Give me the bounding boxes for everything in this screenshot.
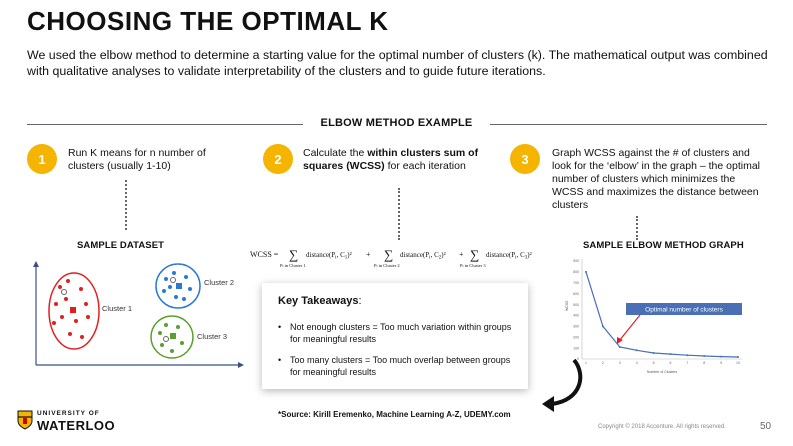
elbow-xlabel: Number of Clusters — [647, 370, 677, 374]
cluster-1-ring — [48, 272, 100, 350]
wcss-points — [585, 270, 739, 359]
formula-lhs: WCSS = — [250, 250, 279, 259]
elbow-y-tick-label: 700 — [573, 281, 579, 285]
wcss-term: within clusters sum of squares (WCSS) — [303, 147, 479, 172]
elbow-x-tick-label: 5 — [653, 361, 655, 365]
optimal-k-callout — [626, 303, 742, 315]
sample-dataset-label: SAMPLE DATASET — [77, 240, 165, 251]
key-takeaways-list: Not enough clusters = Too much variation… — [278, 321, 518, 387]
takeaway-item: Not enough clusters = Too much variation… — [278, 321, 518, 345]
elbow-x-tick-label: 7 — [686, 361, 688, 365]
wcss-point — [652, 352, 655, 355]
takeaway-item: Too many clusters = Too much overlap bet… — [278, 354, 518, 378]
elbow-graph-label: SAMPLE ELBOW METHOD GRAPH — [583, 240, 744, 251]
svg-text:distance(Pi, C1)²: distance(Pi, C1)² — [306, 251, 352, 261]
optimal-k-arrow — [618, 314, 641, 342]
cluster-3-ring — [150, 315, 194, 359]
elbow-y-tick-label: 600 — [573, 292, 579, 296]
elbow-x-tick-label: 2 — [602, 361, 604, 365]
copyright-text: Copyright © 2018 Accenture. All rights r… — [598, 424, 726, 430]
waterloo-shield-icon — [17, 410, 33, 430]
divider-left — [27, 124, 303, 125]
svg-text:∑: ∑ — [470, 247, 479, 262]
cluster-1-points — [52, 279, 90, 339]
source-citation: *Source: Kirill Eremenko, Machine Learni… — [278, 410, 511, 419]
optimal-k-callout-text: Optimal number of clusters — [645, 307, 723, 314]
svg-text:∑: ∑ — [384, 247, 393, 262]
wcss-point — [720, 355, 723, 358]
wcss-line — [585, 271, 739, 358]
wcss-point — [703, 354, 706, 357]
elbow-y-tick-label: 300 — [573, 325, 579, 329]
wcss-point — [618, 346, 621, 349]
slide-title: CHOOSING THE OPTIMAL K — [27, 6, 389, 36]
elbow-x-tick-label: 6 — [669, 361, 671, 365]
step-3-badge: 3 — [510, 144, 540, 174]
elbow-y-tick-label: 500 — [573, 303, 579, 307]
wcss-point — [601, 325, 604, 328]
formula-term-2: ∑ distance(Pi, C2)² Pi in Cluster 2 + — [374, 247, 464, 268]
elbow-y-tick-label: 900 — [573, 259, 579, 263]
svg-text:+: + — [459, 250, 464, 259]
elbow-y-tick-label: 400 — [573, 314, 579, 318]
cluster-2-ring — [155, 263, 201, 309]
formula-term-3: ∑ distance(Pi, C3)² Pi in Cluster 3 — [460, 247, 532, 268]
svg-text:∑: ∑ — [289, 247, 298, 262]
elbow-y-tick-label: 800 — [573, 270, 579, 274]
step-2-connector — [398, 188, 400, 240]
cluster-1-label: Cluster 1 — [102, 304, 132, 313]
wcss-point — [737, 356, 739, 359]
elbow-x-tick-label: 3 — [619, 361, 621, 365]
wcss-point — [635, 349, 638, 352]
step-2-text: Calculate the within clusters sum of squ… — [303, 147, 479, 172]
optimal-k-arrowhead — [617, 337, 623, 344]
elbow-x-tick-label: 4 — [636, 361, 638, 365]
step-3-connector — [636, 216, 638, 240]
svg-text:+: + — [366, 250, 371, 259]
step-3-text: Graph WCSS against the # of clusters and… — [552, 147, 760, 211]
cluster-3-label: Cluster 3 — [197, 332, 227, 341]
key-takeaways-heading: Key Takeaways: — [278, 295, 362, 307]
elbow-x-tick-label: 10 — [736, 361, 740, 365]
formula-term-1: ∑ distance(Pi, C1)² Pi in Cluster 1 + — [280, 247, 371, 268]
svg-text:distance(Pi, C3)²: distance(Pi, C3)² — [486, 251, 532, 261]
wcss-point — [585, 270, 587, 273]
page-number: 50 — [760, 421, 772, 432]
wcss-formula: WCSS = ∑ distance(Pi, C1)² Pi in Cluster… — [250, 247, 532, 268]
elbow-y-ticks: 0 100 200 300 400 500 600 700 800 900 — [573, 259, 579, 361]
svg-text:Pi in Cluster 2: Pi in Cluster 2 — [374, 263, 400, 268]
sample-dataset-scatter: Cluster 1 Cluster 2 Cluster 3 — [33, 261, 244, 368]
elbow-y-tick-label: 0 — [577, 357, 579, 361]
logo-university-of: UNIVERSITY OF — [37, 410, 100, 417]
key-takeaways-box: Key Takeaways: Not enough clusters = Too… — [262, 283, 528, 389]
elbow-x-ticks: 1 2 3 4 5 6 7 8 9 10 — [585, 361, 740, 365]
divider-right — [490, 124, 767, 125]
elbow-x-tick-label: 1 — [585, 361, 587, 365]
elbow-y-tick-label: 200 — [573, 335, 579, 339]
cluster-2-points — [162, 271, 192, 301]
svg-text:distance(Pi, C2)²: distance(Pi, C2)² — [400, 251, 446, 261]
intro-paragraph: We used the elbow method to determine a … — [27, 48, 768, 78]
elbow-x-tick-label: 8 — [703, 361, 705, 365]
elbow-ylabel: WCSS — [565, 300, 569, 311]
step-1-badge: 1 — [27, 144, 57, 174]
svg-text:Pi in Cluster 1: Pi in Cluster 1 — [280, 263, 306, 268]
cluster-2-label: Cluster 2 — [204, 278, 234, 287]
logo-waterloo: WATERLOO — [37, 418, 116, 433]
step-2-badge: 2 — [263, 144, 293, 174]
wcss-point — [686, 354, 689, 357]
step-1-text: Run K means for n number of clusters (us… — [68, 147, 206, 172]
elbow-x-tick-label: 9 — [720, 361, 722, 365]
wcss-point — [669, 353, 672, 356]
svg-text:Pi in Cluster 3: Pi in Cluster 3 — [460, 263, 486, 268]
elbow-y-tick-label: 100 — [573, 346, 579, 350]
section-heading: ELBOW METHOD EXAMPLE — [320, 117, 473, 129]
curved-arrow-icon — [542, 358, 583, 412]
step-1-connector — [125, 180, 127, 230]
cluster-3-points — [158, 323, 184, 353]
elbow-graph: 0 100 200 300 400 500 600 700 800 900 1 2 3 4 5 6 7 8 9 10… — [565, 259, 742, 374]
